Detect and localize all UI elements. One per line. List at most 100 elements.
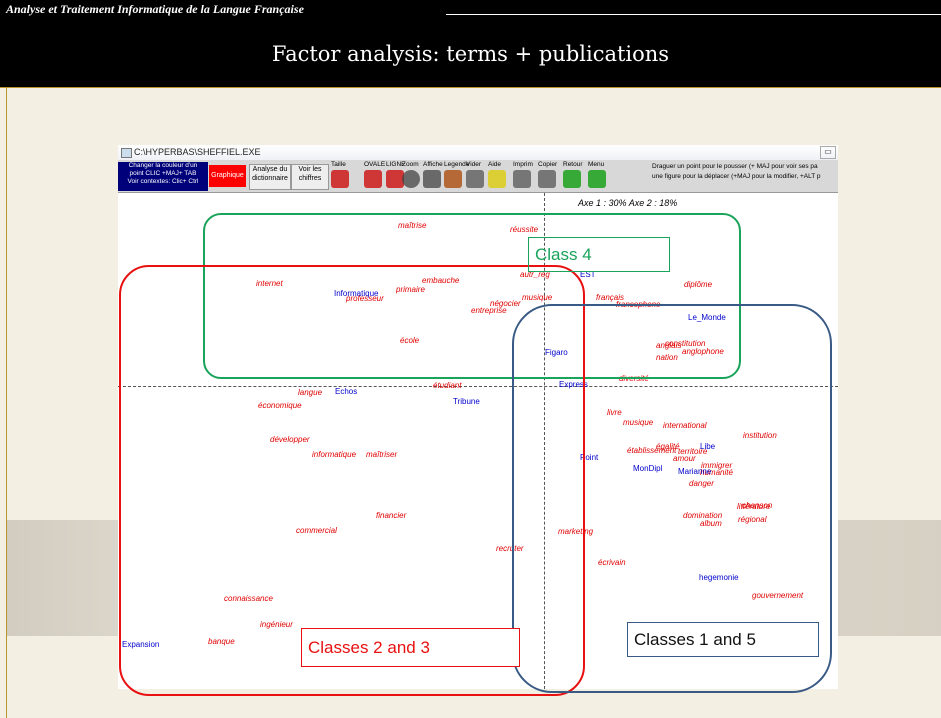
legend-icon[interactable] [444, 170, 462, 188]
term-point[interactable]: informatique [312, 450, 357, 459]
term-point[interactable]: album [700, 519, 722, 528]
page-title: Factor analysis: terms + publications [271, 42, 670, 66]
publication-point[interactable]: MonDipl [633, 464, 663, 473]
term-point[interactable]: international [663, 421, 707, 430]
term-point[interactable]: réussite [510, 225, 539, 234]
class-1-5-label: Classes 1 and 5 [627, 622, 819, 657]
publication-point[interactable]: EST [580, 270, 596, 279]
term-point[interactable]: économique [258, 401, 302, 410]
term-point[interactable]: danger [689, 479, 714, 488]
term-point[interactable]: domination [683, 511, 723, 520]
hint-line: Draguer un point pour le pousser (+ MAJ … [652, 163, 818, 170]
usage-hint: Draguer un point pour le pousser (+ MAJ … [652, 162, 838, 182]
tool-label: Retour [563, 161, 583, 168]
term-point[interactable]: recruter [496, 544, 524, 553]
zoom-icon[interactable] [402, 170, 420, 188]
term-point[interactable]: embauche [422, 276, 460, 285]
term-point[interactable]: diplôme [684, 280, 713, 289]
term-point[interactable]: régional [738, 515, 767, 524]
publication-point[interactable]: Libe [700, 442, 716, 451]
term-point[interactable]: primaire [396, 285, 425, 294]
term-point[interactable]: autr_rég [520, 270, 550, 279]
publication-point[interactable]: Tribune [453, 397, 480, 406]
vertical-axis [544, 193, 545, 689]
horizontal-axis [118, 386, 838, 387]
publication-point[interactable]: Point [580, 453, 599, 462]
class-4-label: Class 4 [528, 237, 670, 272]
term-point[interactable]: égalité [656, 442, 680, 451]
trash-icon[interactable] [466, 170, 484, 188]
term-point[interactable]: territoire [678, 447, 708, 456]
term-point[interactable]: amour [673, 454, 696, 463]
term-point[interactable]: école [400, 336, 420, 345]
app-icon [121, 148, 132, 158]
publication-point[interactable]: Le_Monde [688, 313, 726, 322]
copy-icon[interactable] [538, 170, 556, 188]
class-4-ellipse [203, 213, 741, 379]
term-point[interactable]: établissement [627, 446, 677, 455]
term-point[interactable]: anglais [656, 341, 682, 350]
term-point[interactable]: immigrer [701, 461, 733, 470]
term-point[interactable]: écrivain [598, 558, 626, 567]
show-figures-button[interactable]: Voir les chiffres [291, 164, 329, 190]
term-point[interactable]: développer [270, 435, 310, 444]
term-point[interactable]: nation [656, 353, 678, 362]
help-line: point CLIC +MAJ+ TAB [129, 170, 197, 177]
size-icon[interactable] [331, 170, 349, 188]
term-point[interactable]: chanson [742, 501, 773, 510]
help-line: Voir contextes: Clic+ Ctrl [127, 178, 199, 185]
tool-label: Affiche [423, 161, 443, 168]
term-point[interactable]: internet [256, 279, 283, 288]
term-point[interactable]: financier [376, 511, 407, 520]
term-point[interactable]: connaissance [224, 594, 273, 603]
term-point[interactable]: littérature [737, 502, 771, 511]
term-point[interactable]: entreprise [471, 306, 507, 315]
print-icon[interactable] [513, 170, 531, 188]
header-banner: Analyse et Traitement Informatique de la… [0, 0, 941, 87]
publication-point[interactable]: Informatique [334, 289, 379, 298]
term-point[interactable]: négocier [490, 299, 521, 308]
term-point[interactable]: musique [522, 293, 553, 302]
graphique-button[interactable]: Graphique [209, 165, 246, 187]
term-point[interactable]: marketing [558, 527, 594, 536]
term-point[interactable]: commercial [296, 526, 337, 535]
term-point[interactable]: professeur [346, 294, 384, 303]
oval-pen-icon[interactable] [364, 170, 382, 188]
tool-label: OVALE [364, 161, 386, 168]
tool-label: Zoom [402, 161, 419, 168]
divider [446, 14, 941, 15]
term-point[interactable]: banque [208, 637, 235, 646]
toolbar: Changer la couleur d'un point CLIC +MAJ+… [118, 160, 838, 193]
menu-icon[interactable] [588, 170, 606, 188]
term-point[interactable]: institution [743, 431, 777, 440]
help-icon[interactable] [488, 170, 506, 188]
term-point[interactable]: maîtrise [398, 221, 427, 230]
term-point[interactable]: gouvernement [752, 591, 804, 600]
publication-point[interactable]: Marianne [678, 467, 712, 476]
dictionary-analysis-button[interactable]: Analyse du dictionnaire [249, 164, 291, 190]
minimize-button[interactable]: ▭ [820, 146, 836, 159]
back-icon[interactable] [563, 170, 581, 188]
term-point[interactable]: constitution [665, 339, 706, 348]
display-icon[interactable] [423, 170, 441, 188]
tool-label: Imprim [513, 161, 533, 168]
term-point[interactable]: humanité [700, 468, 733, 477]
publication-point[interactable]: Echos [335, 387, 358, 396]
term-point[interactable]: langue [298, 388, 323, 397]
term-point[interactable]: maîtriser [366, 450, 398, 459]
class-2-3-label: Classes 2 and 3 [301, 628, 520, 667]
window-titlebar: C:\HYPERBAS\SHEFFIEL.EXE ▭ [118, 145, 838, 160]
term-point[interactable]: livre [607, 408, 622, 417]
publication-point[interactable]: Figaro [545, 348, 568, 357]
publication-point[interactable]: Expansion [122, 640, 160, 649]
publication-point[interactable]: hegemonie [699, 573, 739, 582]
tool-label: Aide [488, 161, 502, 168]
term-point[interactable]: étudiant [433, 381, 462, 390]
publication-point[interactable]: Express [559, 380, 588, 389]
term-point[interactable]: musique [623, 418, 654, 427]
term-point[interactable]: français [596, 293, 625, 302]
line-pen-icon[interactable] [386, 170, 404, 188]
term-point[interactable]: ingénieur [260, 620, 293, 629]
term-point[interactable]: anglophone [682, 347, 724, 356]
window-title: C:\HYPERBAS\SHEFFIEL.EXE [134, 147, 261, 157]
